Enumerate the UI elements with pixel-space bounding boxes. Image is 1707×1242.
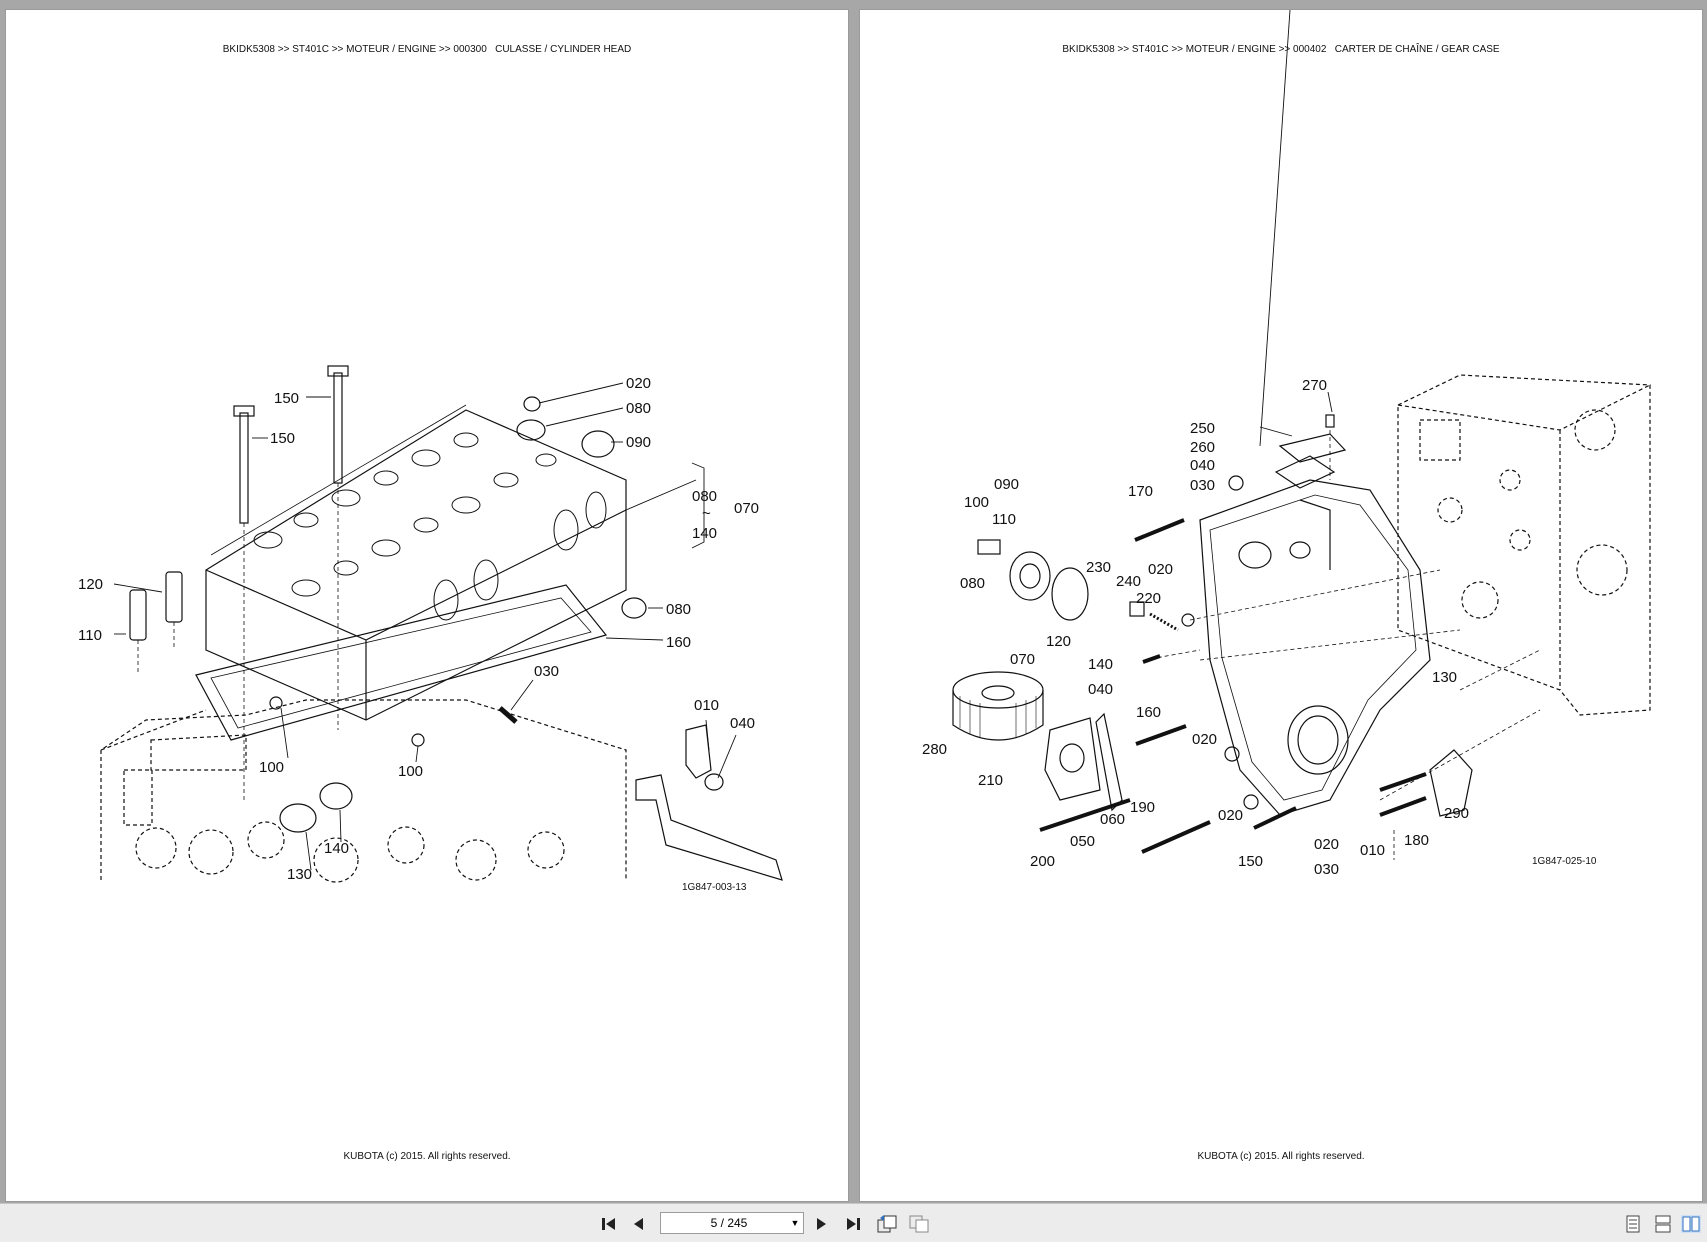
callout-label: 070: [1010, 651, 1035, 668]
page-footer: KUBOTA (c) 2015. All rights reserved.: [1197, 1151, 1365, 1162]
callout-label: 150: [274, 390, 299, 407]
callout-label: 210: [978, 772, 1003, 789]
callout-label: 010: [694, 697, 719, 714]
callout-label: 290: [1444, 805, 1469, 822]
chevron-down-icon[interactable]: ▼: [790, 1218, 800, 1228]
callout-label: 090: [994, 476, 1019, 493]
callout-label: 010: [1360, 842, 1385, 859]
callout-label: 060: [1100, 811, 1125, 828]
previous-page-icon[interactable]: [628, 1213, 650, 1235]
callout-label: 090: [626, 434, 651, 451]
two-page-icon[interactable]: [1680, 1213, 1702, 1235]
figure-id: 1G847-025-10: [1532, 856, 1597, 867]
previous-view-icon[interactable]: [876, 1213, 898, 1235]
callout-label: 150: [270, 430, 295, 447]
callout-label: 040: [1190, 457, 1215, 474]
page-footer: KUBOTA (c) 2015. All rights reserved.: [343, 1151, 511, 1162]
callout-label: 100: [259, 759, 284, 776]
callout-label: 030: [534, 663, 559, 680]
callout-label: 150: [1238, 853, 1263, 870]
callout-label: 100: [398, 763, 423, 780]
callout-label: 080: [626, 400, 651, 417]
single-page-icon[interactable]: [1622, 1213, 1644, 1235]
callout-label: 110: [78, 627, 102, 644]
callout-label: 190: [1130, 799, 1155, 816]
callout-label: 120: [78, 576, 103, 593]
callout-label: 130: [1432, 669, 1457, 686]
callout-label: 080: [960, 575, 985, 592]
callout-label: 080: [692, 488, 717, 505]
callout-label: 100: [964, 494, 989, 511]
callout-label: 020: [1218, 807, 1243, 824]
callout-label: 020: [1314, 836, 1339, 853]
document-page-left: BKIDK5308 >> ST401C >> MOTEUR / ENGINE >…: [6, 10, 848, 1201]
callout-label: 130: [287, 866, 312, 883]
callout-label: 020: [1148, 561, 1173, 578]
callout-label: 280: [922, 741, 947, 758]
page-breadcrumb: BKIDK5308 >> ST401C >> MOTEUR / ENGINE >…: [1062, 44, 1500, 55]
continuous-page-icon[interactable]: [1652, 1213, 1674, 1235]
callout-label: 030: [1314, 861, 1339, 878]
callout-label: ~: [702, 505, 711, 522]
callout-label: 040: [730, 715, 755, 732]
page-breadcrumb: BKIDK5308 >> ST401C >> MOTEUR / ENGINE >…: [222, 44, 632, 55]
callout-label: 020: [1192, 731, 1217, 748]
callout-label: 140: [1088, 656, 1113, 673]
next-view-icon[interactable]: [908, 1213, 930, 1235]
callout-label: 230: [1086, 559, 1111, 576]
cylinder-head-exploded-diagram: [6, 10, 848, 1201]
callout-label: 040: [1088, 681, 1113, 698]
callout-label: 030: [1190, 477, 1215, 494]
callout-label: 140: [324, 840, 349, 857]
callout-label: 160: [666, 634, 691, 651]
callout-label: 020: [626, 375, 651, 392]
callout-label: 180: [1404, 832, 1429, 849]
callout-label: 160: [1136, 704, 1161, 721]
callout-label: 120: [1046, 633, 1071, 650]
page-number-field[interactable]: 5 / 245 ▼: [660, 1212, 804, 1234]
callout-label: 250: [1190, 420, 1215, 437]
viewer-toolbar: 5 / 245 ▼: [0, 1203, 1707, 1242]
callout-label: 080: [666, 601, 691, 618]
gear-case-exploded-diagram: [860, 10, 1702, 1201]
page-number-value: 5 / 245: [710, 1216, 748, 1230]
callout-label: 260: [1190, 439, 1215, 456]
callout-label: 200: [1030, 853, 1055, 870]
callout-label: 270: [1302, 377, 1327, 394]
callout-label: 240: [1116, 573, 1141, 590]
last-page-icon[interactable]: [842, 1213, 864, 1235]
callout-label: 050: [1070, 833, 1095, 850]
callout-label: 070: [734, 500, 759, 517]
callout-label: 170: [1128, 483, 1153, 500]
document-page-right: BKIDK5308 >> ST401C >> MOTEUR / ENGINE >…: [860, 10, 1702, 1201]
next-page-icon[interactable]: [810, 1213, 832, 1235]
callout-label: 140: [692, 525, 717, 542]
callout-label: 220: [1136, 590, 1161, 607]
first-page-icon[interactable]: [598, 1213, 620, 1235]
callout-label: 110: [992, 511, 1016, 528]
figure-id: 1G847-003-13: [682, 882, 747, 893]
